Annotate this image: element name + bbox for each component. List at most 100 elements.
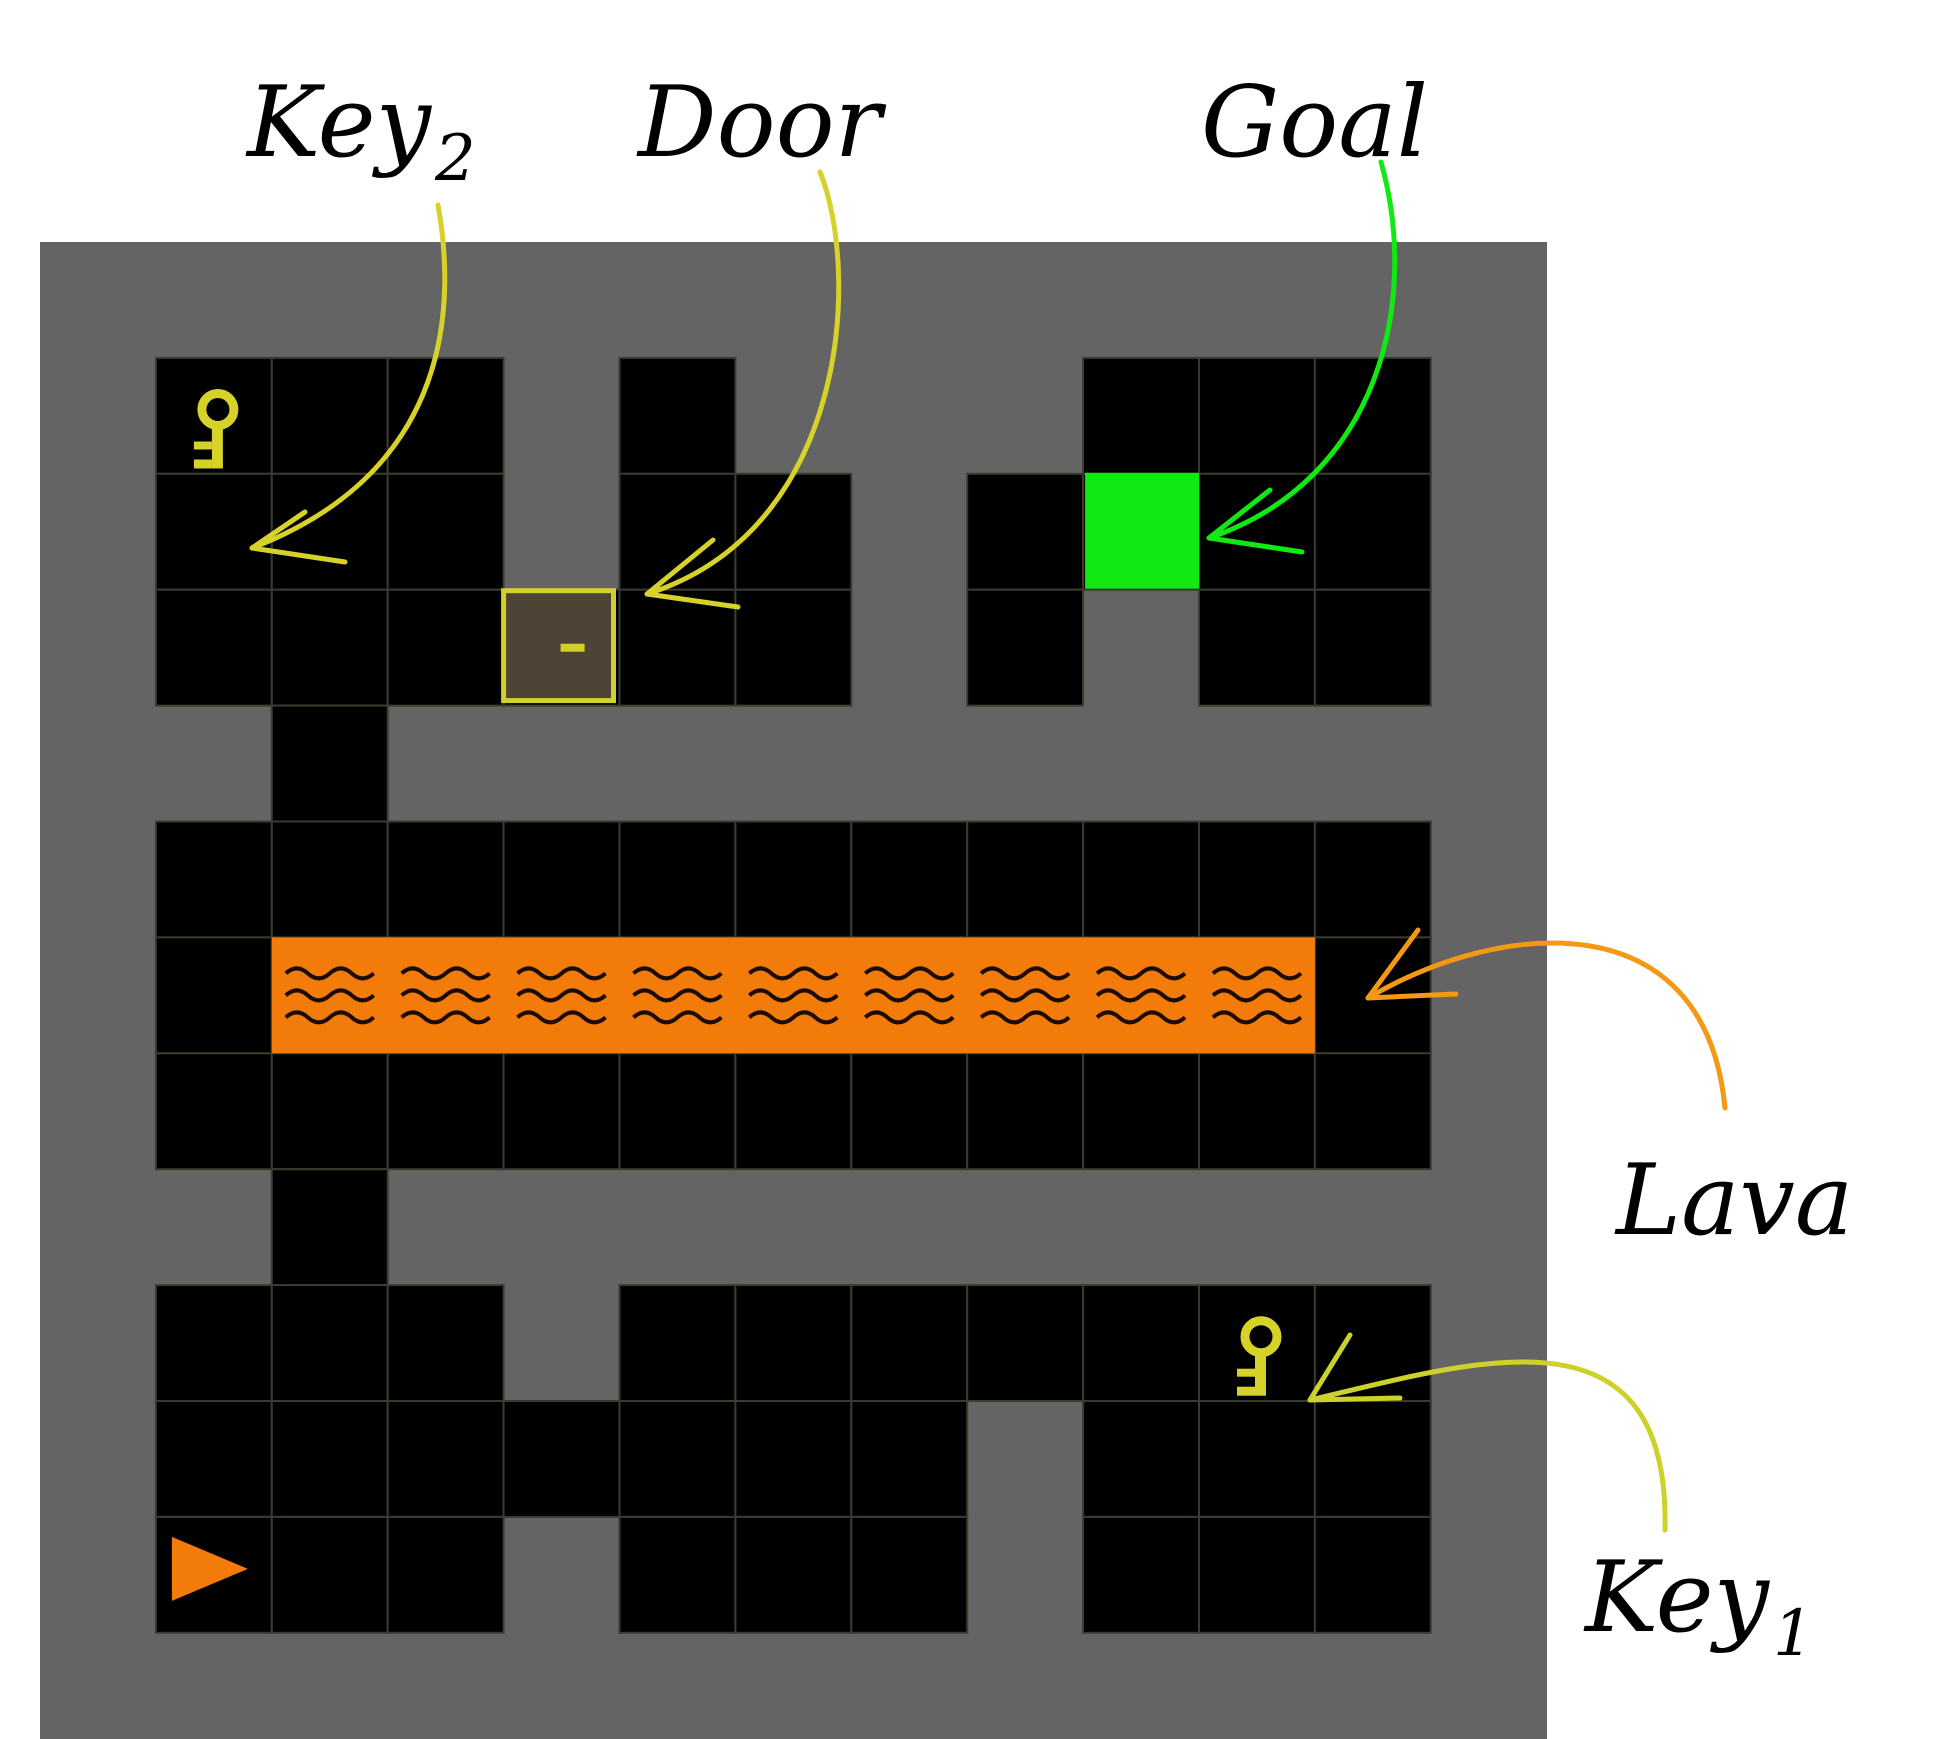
annotation-arrows [249, 159, 1728, 1533]
lava-wave [400, 1010, 491, 1025]
floor-cell [850, 1515, 969, 1634]
floor-cell [734, 1515, 853, 1634]
floor-cell [386, 1052, 505, 1171]
floor-cell [154, 1400, 273, 1518]
lava-wave [979, 966, 1071, 981]
floor-cell [1313, 1052, 1432, 1171]
lava-wave [979, 988, 1071, 1003]
floor-cell [850, 1052, 969, 1171]
lava-wave [1095, 1010, 1187, 1025]
floor-cell [1313, 820, 1432, 939]
key1-pointer-arrow [1307, 1359, 1668, 1533]
floor-cell [618, 1400, 737, 1518]
floor-cell [154, 820, 273, 939]
key2-label-main: Key [245, 66, 433, 180]
lava-wave [516, 1010, 607, 1025]
floor-cell [1082, 356, 1200, 475]
floor-cell [1313, 1284, 1432, 1402]
door-handle [560, 643, 585, 652]
key-tooth-upper [1237, 1368, 1255, 1377]
lava-wave [748, 988, 839, 1003]
lava-wave [284, 988, 376, 1003]
floor-cell [1198, 820, 1316, 939]
floor-cell [966, 588, 1085, 707]
floor-cell [154, 472, 273, 591]
floor-cell [1313, 588, 1432, 707]
door-label: Door [636, 66, 887, 180]
lava-wave [284, 1010, 376, 1025]
floor-cell [966, 1284, 1085, 1402]
floor-cell [270, 1284, 389, 1402]
key-tooth-lower [1237, 1386, 1255, 1396]
key-shaft [211, 423, 223, 469]
annotation-labels: Key2 Door Goal Lava Key1 [245, 66, 1853, 1671]
key-shaft [1255, 1350, 1266, 1396]
floor-cell [1082, 1515, 1200, 1634]
floor-cell [502, 820, 621, 939]
floor-cell [734, 588, 853, 707]
floor-cell [154, 588, 273, 707]
floor-cell [618, 1284, 737, 1402]
floor-cell [270, 356, 389, 475]
key2-object [193, 388, 239, 469]
key1-label-subscript: 1 [1773, 1597, 1814, 1671]
lava-arrowhead [1365, 927, 1459, 1001]
goal-pointer-arrow [1206, 159, 1398, 541]
floor-cell [966, 1052, 1085, 1171]
floor-cell [1198, 1052, 1316, 1171]
floor-cell [386, 1400, 505, 1518]
floor-cell [270, 704, 389, 823]
lava-wave [863, 988, 955, 1003]
floor-cell [386, 588, 505, 707]
floor-cell [154, 936, 273, 1055]
floor-cell [618, 1052, 737, 1171]
floor-cell [502, 1052, 621, 1171]
lava-wave [1211, 966, 1303, 981]
key2-label: Key2 [245, 66, 476, 196]
lava-wave [1211, 988, 1303, 1003]
floor-cell [270, 1168, 389, 1287]
floor-cell [850, 820, 969, 939]
floor-cell [734, 472, 853, 591]
door-tile [501, 588, 617, 704]
lava-wave [632, 966, 723, 981]
floor-cell [270, 820, 389, 939]
goal-arrowhead [1206, 487, 1305, 555]
floor-cell [966, 820, 1085, 939]
floor-cell [270, 1400, 389, 1518]
key1-label-main: Key [1583, 1541, 1771, 1655]
floor-cell [1313, 472, 1432, 591]
key2-label-subscript: 2 [434, 122, 476, 196]
floor-cell [386, 820, 505, 939]
grid-objects [171, 388, 1315, 1601]
floor-cell [734, 1284, 853, 1402]
key2-arrowhead [249, 509, 348, 565]
lava-wave [863, 1010, 955, 1025]
key2-pointer-arrow [249, 202, 448, 551]
floor-cell [154, 1052, 273, 1171]
floor-cell [1198, 356, 1316, 475]
floor-cell [1082, 1052, 1200, 1171]
lava-wave [748, 966, 839, 981]
floor-cell [618, 356, 737, 475]
floor-cell [618, 820, 737, 939]
key1-object [1237, 1316, 1282, 1396]
lava-wave [516, 988, 607, 1003]
door-arrowhead [644, 537, 741, 610]
key1-arrowhead [1307, 1332, 1403, 1403]
floor-cell [850, 1400, 969, 1518]
floor-cell [270, 1052, 389, 1171]
floor-cell [734, 1052, 853, 1171]
lava-wave [1095, 966, 1187, 981]
floor-cell [1198, 1400, 1316, 1518]
lava-wave [979, 1010, 1071, 1025]
floor-cell [1313, 1400, 1432, 1518]
lava-wave [516, 966, 607, 981]
floor-cell [270, 588, 389, 707]
floor-cell [734, 1400, 853, 1518]
floor-cell [386, 472, 505, 591]
lava-wave [1211, 1010, 1303, 1025]
key-tooth-lower [193, 459, 212, 469]
lava-wave [1095, 988, 1187, 1003]
